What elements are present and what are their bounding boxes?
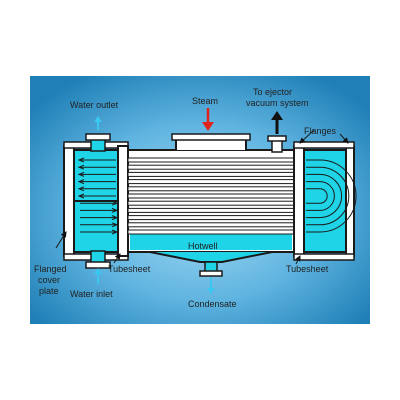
left-tubesheet (117, 145, 129, 257)
flow-arrow (80, 229, 119, 235)
red-down-arrow-icon (202, 108, 214, 131)
flanged-cover-plate-label-line3: plate (39, 286, 59, 296)
ejector-label-line1: To ejector (253, 87, 292, 97)
left-cover-plate (63, 145, 75, 257)
left-flow-arrows (77, 157, 119, 235)
left-water-box (73, 149, 119, 253)
flow-arrow (80, 207, 119, 213)
tube (127, 179, 295, 185)
tubesheet-right-label: Tubesheet (286, 264, 329, 274)
tube (127, 207, 295, 213)
flow-arrow (77, 157, 116, 163)
tube-bundle (127, 157, 295, 235)
water-outlet-nozzle (85, 133, 111, 152)
tube (127, 229, 295, 235)
flow-arrow (77, 171, 116, 177)
flanged-cover-plate-label-line2: cover (38, 275, 60, 285)
flanges-label: Flanges (304, 126, 337, 136)
right-cover-plate (345, 145, 355, 257)
leader-lines (55, 129, 349, 265)
flow-arrow (77, 164, 116, 170)
ejector-label-line2: vacuum system (246, 98, 309, 108)
condensate-label: Condensate (188, 299, 237, 309)
tube (127, 164, 295, 170)
flanged-cover-plate-label-line1: Flanged (34, 264, 67, 274)
water-outlet-label: Water outlet (70, 100, 119, 110)
water-inlet-arrow-icon (94, 268, 102, 284)
flow-arrow (77, 193, 116, 199)
condensate-arrow-icon (207, 278, 215, 294)
tube (127, 186, 295, 192)
steam-dome (171, 133, 251, 150)
return-flow-curve (306, 188, 328, 204)
tube (127, 157, 295, 163)
hotwell-water (130, 234, 292, 250)
right-flange-top (293, 141, 355, 149)
flow-arrow (80, 215, 119, 221)
tube (127, 200, 295, 206)
tube (127, 215, 295, 221)
water-inlet-nozzle (85, 250, 111, 269)
flow-arrow (77, 179, 116, 185)
steam-label: Steam (192, 96, 218, 106)
flow-arrow (80, 222, 119, 228)
water-inlet-label: Water inlet (70, 289, 113, 299)
return-flow-curve (306, 159, 357, 233)
black-up-arrow-icon (271, 111, 283, 134)
hotwell-label: Hotwell (188, 241, 218, 251)
tube (127, 193, 295, 199)
return-flow-curve (306, 173, 343, 219)
right-tubesheet (293, 145, 305, 257)
tube (127, 222, 295, 228)
flow-arrow (77, 186, 116, 192)
return-flow-curve (306, 166, 350, 226)
right-flange-bottom (293, 253, 355, 261)
return-flow-arrows (306, 159, 357, 233)
flow-arrow (80, 200, 119, 206)
return-flow-curve (306, 181, 335, 211)
water-outlet-arrow-icon (94, 116, 102, 130)
ejector-nozzle (267, 135, 287, 153)
tubesheet-left-label: Tubesheet (108, 264, 151, 274)
condensate-nozzle (199, 261, 223, 277)
tube (127, 171, 295, 177)
